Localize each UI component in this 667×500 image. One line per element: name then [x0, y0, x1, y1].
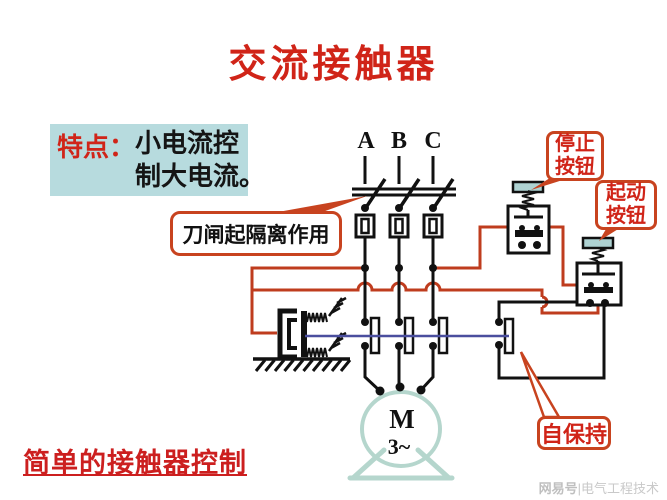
self-hold-callout: 自保持 [537, 416, 611, 450]
stop-button-callout: 停止按钮 [546, 131, 604, 181]
start-button-callout: 起动按钮 [595, 180, 657, 230]
self-hold-loop [497, 300, 606, 380]
stop-button [506, 180, 551, 255]
phase-label-c: C [424, 128, 442, 154]
watermark-brand: 网易号 [538, 481, 578, 496]
page-title: 交流接触器 [228, 44, 439, 86]
knife-switch-callout: 刀闸起隔离作用 [170, 211, 342, 256]
phase-label-b: B [390, 128, 407, 154]
feature-box: 特点： 小电流控 制大电流。 [50, 124, 265, 196]
start-button [575, 236, 623, 307]
electromagnet [253, 296, 352, 372]
fuses [354, 213, 444, 239]
motor-letter: M [389, 404, 415, 434]
phase-label-a: A [357, 128, 375, 154]
junction-dots [361, 204, 609, 396]
power-lines [352, 156, 456, 393]
footer-heading: 简单的接触器控制 [23, 448, 247, 478]
feature-label: 特点： [57, 133, 136, 162]
motor-phase: 3~ [387, 434, 411, 459]
watermark: 网易号|电气工程技术 [539, 478, 659, 497]
watermark-text: |电气工程技术 [577, 481, 659, 496]
feature-text: 小电流控 制大电流。 [135, 129, 266, 191]
motor-symbol [347, 390, 455, 481]
